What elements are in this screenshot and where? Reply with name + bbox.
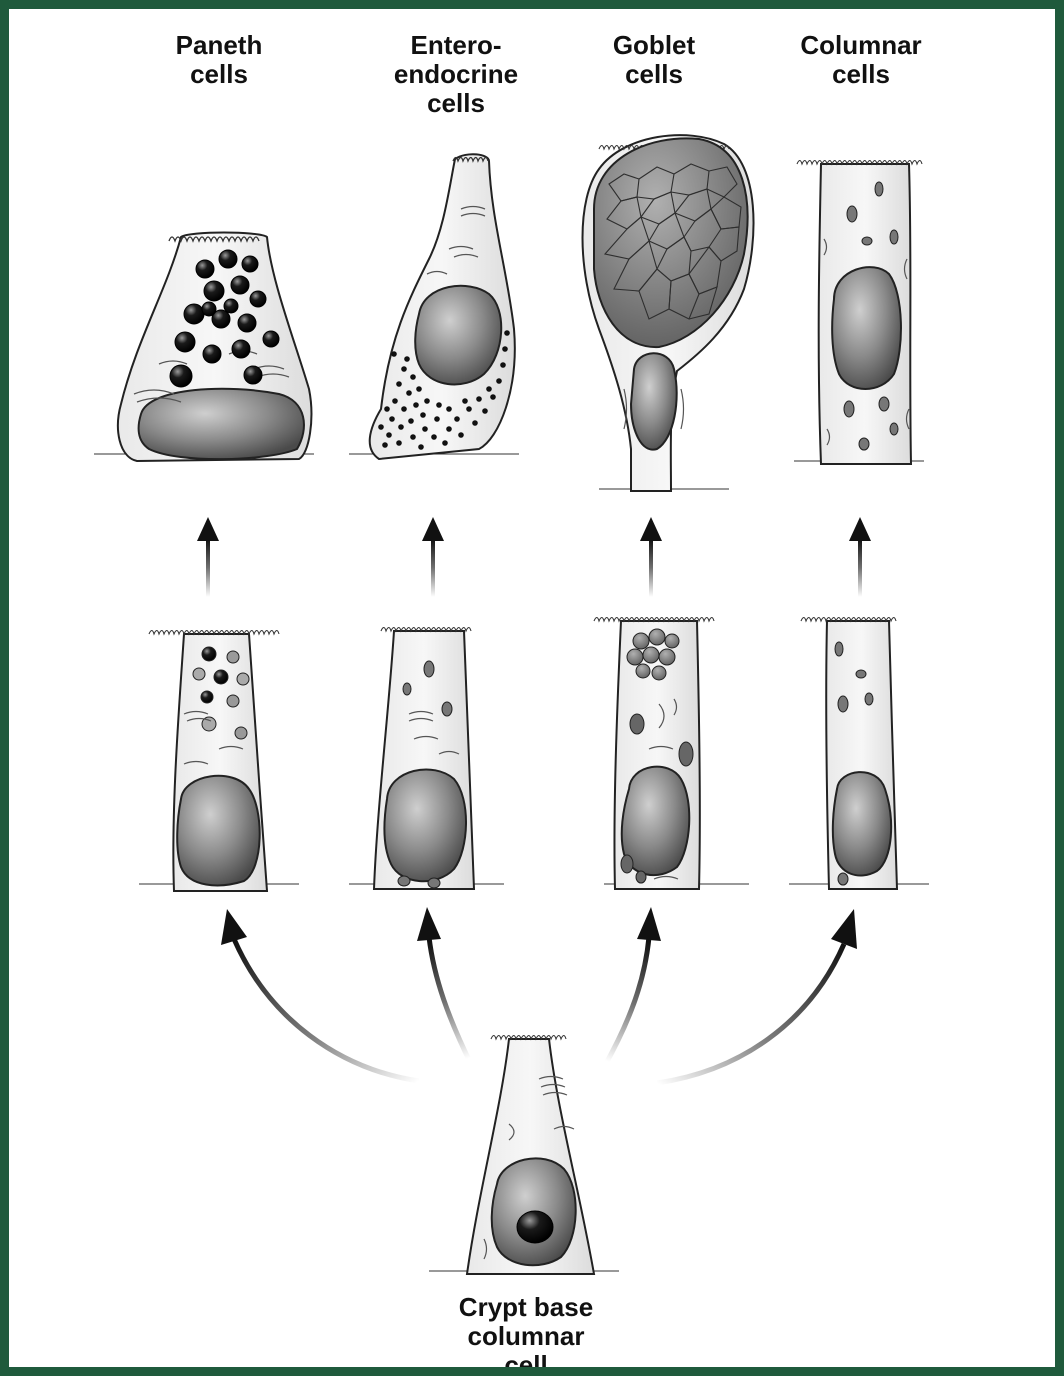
arrow-cbc-to-columnar xyxy=(657,944,844,1083)
maturation-arrows xyxy=(197,517,871,597)
arrow-columnar xyxy=(858,539,862,597)
precursor-paneth-cell xyxy=(139,631,299,892)
arrow-cbc-to-enteroendocrine xyxy=(429,937,471,1064)
arrow-cbc-to-enteroendocrine-head xyxy=(417,907,441,941)
arrow-cbc-to-paneth xyxy=(234,939,419,1081)
arrow-cbc-to-goblet xyxy=(604,937,649,1067)
arrow-paneth-head xyxy=(197,517,219,541)
arrow-cbc-to-goblet-head xyxy=(637,907,661,941)
mature-columnar-cell xyxy=(794,161,924,465)
cell-differentiation-illustration xyxy=(9,9,1055,1367)
arrow-enteroendocrine xyxy=(431,539,435,597)
precursor-enteroendocrine-cell xyxy=(349,628,504,890)
arrow-columnar-head xyxy=(849,517,871,541)
arrow-goblet xyxy=(649,539,653,597)
arrow-goblet-head xyxy=(640,517,662,541)
arrow-paneth xyxy=(206,539,210,597)
crypt-base-columnar-cell xyxy=(429,1036,619,1275)
mature-paneth-cell xyxy=(94,233,314,462)
arrow-enteroendocrine-head xyxy=(422,517,444,541)
diagram-frame: Panethcells Entero-endocrinecells Goblet… xyxy=(9,9,1055,1367)
mature-enteroendocrine-cell xyxy=(349,154,519,459)
arrow-cbc-to-columnar-head xyxy=(831,909,857,949)
cbc-nucleolus xyxy=(517,1211,553,1243)
precursor-columnar-cell xyxy=(789,618,929,890)
precursor-goblet-cell xyxy=(594,618,749,890)
arrow-cbc-to-paneth-head xyxy=(221,909,247,945)
mature-goblet-cell xyxy=(583,135,754,491)
